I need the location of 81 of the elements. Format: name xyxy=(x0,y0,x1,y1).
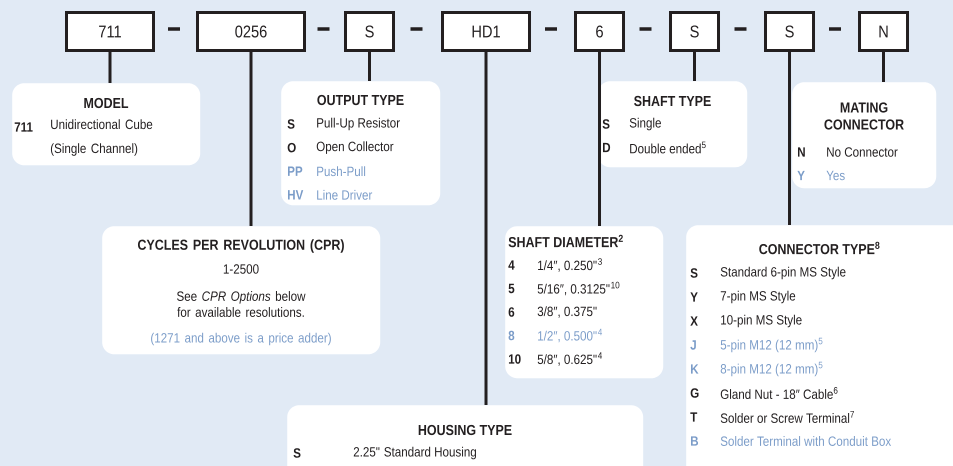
option-code: O xyxy=(288,142,296,152)
option-text: 8-pin M12 (12 mm)$^{5}$ xyxy=(720,362,822,376)
option-text: 5/16″, 0.3125"$^{10}$ xyxy=(538,282,620,296)
option-text: (1271 and above is a price adder) xyxy=(151,332,331,346)
code-box: S xyxy=(669,11,720,52)
box-heading: CYCLES PER REVOLUTION (CPR) xyxy=(138,239,344,253)
connector-line xyxy=(250,52,252,226)
code-box: S xyxy=(764,11,815,52)
box-heading: CONNECTOR TYPE$^{8}$ xyxy=(759,242,880,254)
option-box xyxy=(598,81,748,168)
option-text: 5/8″, 0.625"$^{4}$ xyxy=(538,352,602,366)
option-box xyxy=(12,83,200,166)
option-code: G xyxy=(690,388,699,398)
option-code: T xyxy=(690,412,698,422)
option-box xyxy=(287,405,644,466)
option-text: Yes xyxy=(826,170,845,180)
option-code: 4 xyxy=(508,260,515,270)
option-text: Line Driver xyxy=(317,190,372,200)
option-code: 711 xyxy=(14,122,33,132)
connector-line xyxy=(882,52,885,82)
option-text: Single xyxy=(630,118,661,130)
connector-line xyxy=(484,52,488,405)
option-code: J xyxy=(690,340,696,350)
code-box: N xyxy=(858,11,909,52)
code-box: 0256 xyxy=(196,11,306,52)
option-code: S xyxy=(690,268,698,278)
code-box: 6 xyxy=(574,11,625,52)
box-heading: HOUSING TYPE xyxy=(418,424,512,436)
option-code: N xyxy=(798,147,805,157)
option-box xyxy=(102,226,380,354)
option-text: 5-pin M12 (12 mm)$^{5}$ xyxy=(720,338,822,352)
box-heading: OUTPUT TYPE xyxy=(317,94,404,106)
option-text: 1/2″, 0.500"$^{4}$ xyxy=(538,328,602,342)
option-text: 7-pin MS Style xyxy=(720,290,796,304)
option-box xyxy=(792,82,936,188)
option-text: Push-Pull xyxy=(317,166,366,176)
option-code: S xyxy=(294,448,300,458)
option-code: Y xyxy=(690,292,698,302)
option-code: X xyxy=(690,316,698,326)
code-box: 711 xyxy=(65,11,155,52)
option-text: 3/8″, 0.375" xyxy=(538,306,597,318)
option-text: 1-2500 xyxy=(224,264,259,274)
option-code: 10 xyxy=(508,354,521,364)
option-box xyxy=(686,225,953,466)
box-heading: MATING CONNECTOR xyxy=(824,102,904,130)
connector-line xyxy=(368,52,371,81)
option-text: Unidirectional Cube (Single Channel) xyxy=(50,119,152,156)
option-code: K xyxy=(691,364,698,374)
option-text: 2.25" Standard Housing xyxy=(354,446,476,460)
connector-line xyxy=(693,52,696,81)
option-text: Solder or Screw Terminal$^{7}$ xyxy=(720,411,854,423)
box-heading: SHAFT DIAMETER$^{2}$ xyxy=(508,234,623,248)
option-text: No Connector xyxy=(827,147,898,157)
option-text: Open Collector xyxy=(316,141,394,154)
option-text: Pull-Up Resistor xyxy=(317,118,400,130)
option-code: 5 xyxy=(508,284,514,294)
option-code: B xyxy=(691,436,698,446)
option-code: S xyxy=(602,119,610,129)
option-text: See CPR Options below for available resolutions. xyxy=(177,291,306,317)
option-code: PP xyxy=(288,166,302,176)
option-text: Gland Nut - 18″ Cable$^{6}$ xyxy=(720,387,838,399)
option-text: 10-pin MS Style xyxy=(721,314,802,328)
option-code: S xyxy=(288,119,294,129)
option-code: Y xyxy=(797,170,805,180)
option-code: D xyxy=(603,142,610,152)
option-code: 6 xyxy=(508,307,514,317)
option-text: Solder Terminal with Conduit Box xyxy=(720,436,892,446)
option-box xyxy=(505,226,664,378)
box-heading: MODEL xyxy=(84,98,128,108)
option-text: 1/4″, 0.250"$^{3}$ xyxy=(538,258,602,272)
box-heading: SHAFT TYPE xyxy=(634,96,711,106)
option-text: Double ended$^{5}$ xyxy=(630,142,706,154)
option-code: 8 xyxy=(508,330,514,340)
option-code: HV xyxy=(288,190,304,200)
connector-line xyxy=(788,52,791,225)
connector-line xyxy=(108,52,112,83)
option-box xyxy=(281,81,440,206)
connector-line xyxy=(598,52,601,226)
code-box: HD1 xyxy=(441,11,531,52)
option-text: Standard 6-pin MS Style xyxy=(720,266,846,280)
code-box: S xyxy=(344,11,395,52)
